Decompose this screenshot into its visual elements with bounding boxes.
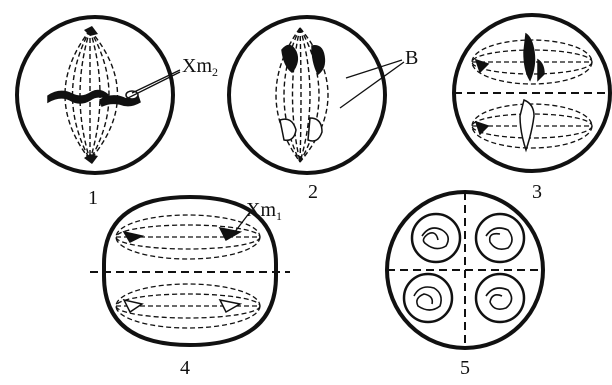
cell-5-nuclei: [404, 214, 524, 322]
cell-2: [229, 17, 404, 173]
annotation-xm1-sub: 1: [276, 209, 282, 223]
annotation-b: B: [405, 48, 418, 68]
cell-2-b-pointer-b: [340, 62, 404, 108]
cell-3: [454, 15, 610, 171]
cell-2-number: 2: [308, 182, 318, 202]
nucleus-bottom-right: [476, 274, 524, 322]
nucleus-top-right: [476, 214, 524, 262]
cell-5: [387, 192, 543, 348]
cell-5-number: 5: [460, 358, 470, 378]
annotation-xm1-base: Xm: [246, 199, 276, 221]
annotation-xm2-sub: 2: [212, 65, 218, 79]
cell-4-number: 4: [180, 358, 190, 378]
cell-3-number: 3: [532, 182, 542, 202]
cell-4-chromosomes: [124, 228, 240, 312]
annotation-xm1: Xm1: [246, 200, 282, 222]
nucleus-top-left: [412, 214, 460, 262]
nucleus-bottom-left: [404, 274, 452, 322]
cell-2-chromosomes: [280, 45, 324, 141]
annotation-xm2-base: Xm: [182, 55, 212, 77]
cell-2-membrane: [229, 17, 385, 173]
cell-1: [17, 17, 180, 173]
annotation-xm2: Xm2: [182, 56, 218, 78]
cell-1-number: 1: [88, 188, 98, 208]
